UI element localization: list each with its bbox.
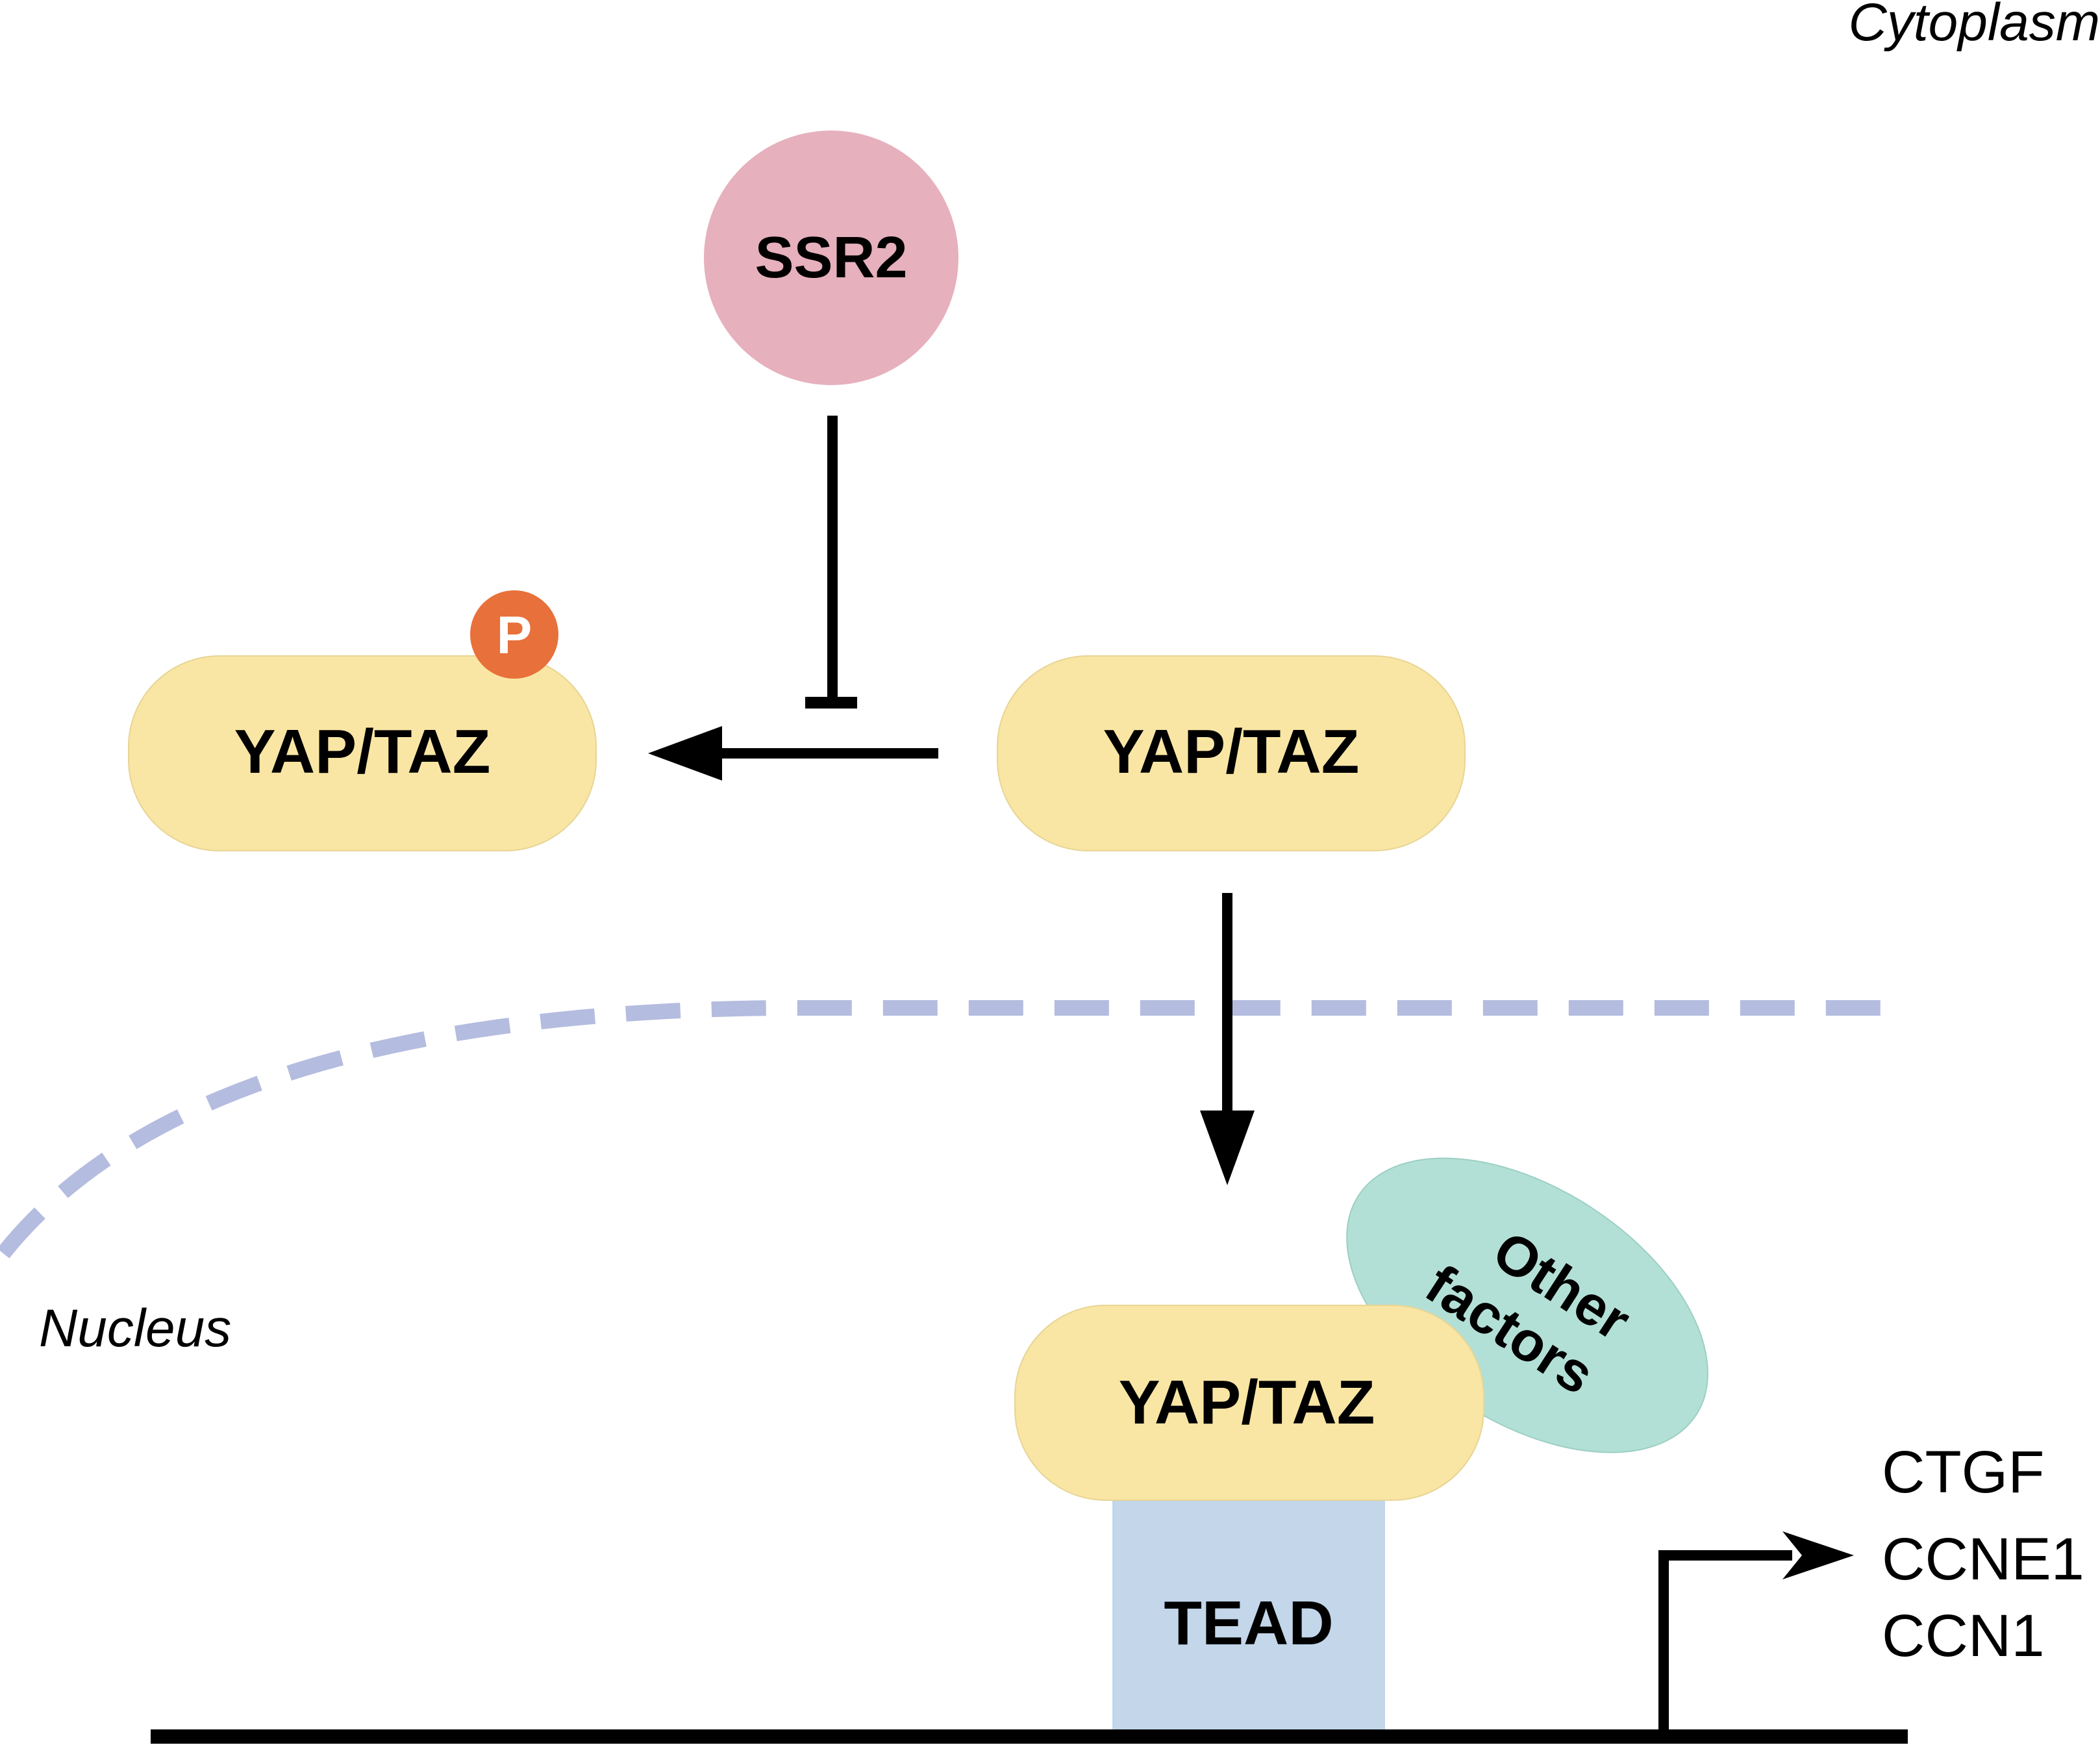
- phospho-badge: [470, 590, 558, 679]
- cytoplasm-label: Cytoplasm: [1849, 0, 2100, 52]
- transcription-start-arrow-head: [1782, 1531, 1854, 1579]
- tead-label: TEAD: [1164, 1588, 1333, 1658]
- translocation-arrow-head: [1200, 1111, 1255, 1185]
- yap-taz-phospho-label: YAP/TAZ: [234, 717, 491, 786]
- target-gene-ccn1: CCN1: [1882, 1603, 2044, 1669]
- ssr2-label: SSR2: [755, 225, 907, 290]
- yap-taz-phospho-node: [128, 655, 597, 851]
- yap-taz-cyto-label: YAP/TAZ: [1103, 717, 1360, 786]
- yap-taz-nuclear-label: YAP/TAZ: [1119, 1368, 1375, 1437]
- ssr2-node: [704, 131, 958, 385]
- yap-taz-nuclear-node: [1014, 1305, 1484, 1501]
- target-gene-ctgf: CTGF: [1882, 1439, 2044, 1505]
- phospho-badge-label: P: [497, 606, 532, 665]
- yap-taz-cyto-node: [997, 655, 1466, 851]
- transcription-start-line: [1658, 1550, 1792, 1737]
- tead-node: [1112, 1494, 1385, 1738]
- phosphorylation-arrow-head: [648, 726, 722, 781]
- nuclear-membrane: [0, 1000, 1909, 1259]
- nucleus-label: Nucleus: [39, 1299, 231, 1358]
- target-gene-ccne1: CCNE1: [1882, 1526, 2084, 1592]
